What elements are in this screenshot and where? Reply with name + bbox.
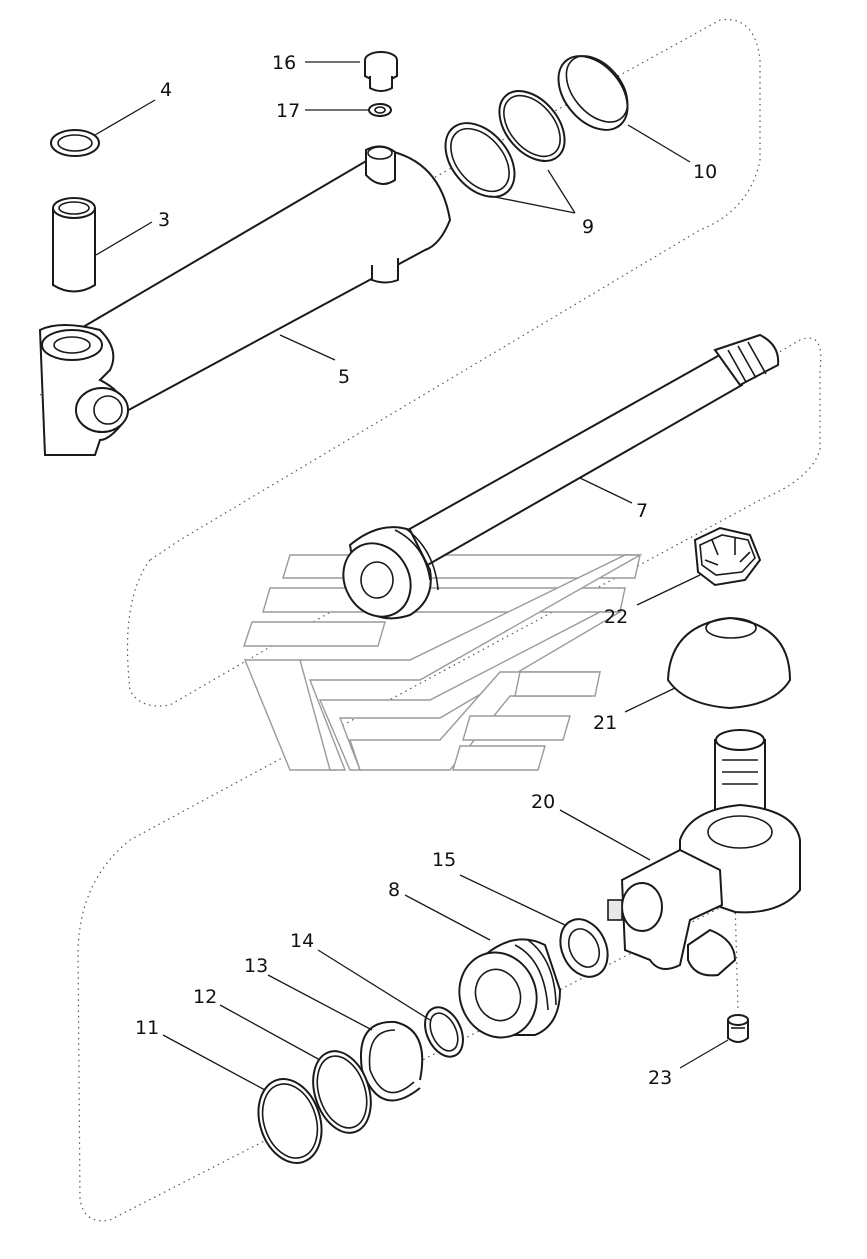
part-3-bushing [52,197,96,293]
callout-labels: 16 17 4 3 5 9 10 7 22 21 20 15 8 14 13 1… [135,52,717,1089]
callout-23: 23 [648,1067,672,1089]
callout-16: 16 [272,52,296,74]
assembly-outlines [39,18,822,1222]
callout-5: 5 [338,366,350,388]
callout-10: 10 [693,161,717,183]
part-9-seals [444,90,566,198]
callout-9: 9 [582,216,594,238]
part-22-castle-nut [693,526,762,587]
part-8-gland [458,938,562,1039]
part-12-ring [312,1050,372,1134]
part-20-tie-rod-end [607,729,801,977]
part-4-ring [50,129,100,157]
part-7-piston-rod [342,333,780,620]
part-15-ring [559,918,609,978]
callout-4: 4 [160,79,172,101]
part-21-dust-boot [666,616,792,710]
part-23-grease-fitting [727,1014,749,1043]
callout-8: 8 [388,879,400,901]
callout-14: 14 [290,930,314,952]
part-16-plug [364,51,398,92]
callout-20: 20 [531,791,555,813]
callout-7: 7 [636,500,648,522]
callout-12: 12 [193,986,217,1008]
callout-15: 15 [432,849,456,871]
watermark-logo [243,554,643,771]
part-13-snap-ring [360,1020,424,1102]
callout-17: 17 [276,100,300,122]
callout-3: 3 [158,209,170,231]
part-10-wear-ring [557,55,629,131]
callout-11: 11 [135,1017,159,1039]
callout-22: 22 [604,606,628,628]
callout-13: 13 [244,955,268,977]
part-11-ring [257,1078,323,1164]
part-17-washer [368,103,392,117]
leader-lines [94,61,729,1091]
part-14-seal [424,1006,464,1058]
callout-21: 21 [593,712,617,734]
part-5-cylinder-barrel [38,145,452,456]
